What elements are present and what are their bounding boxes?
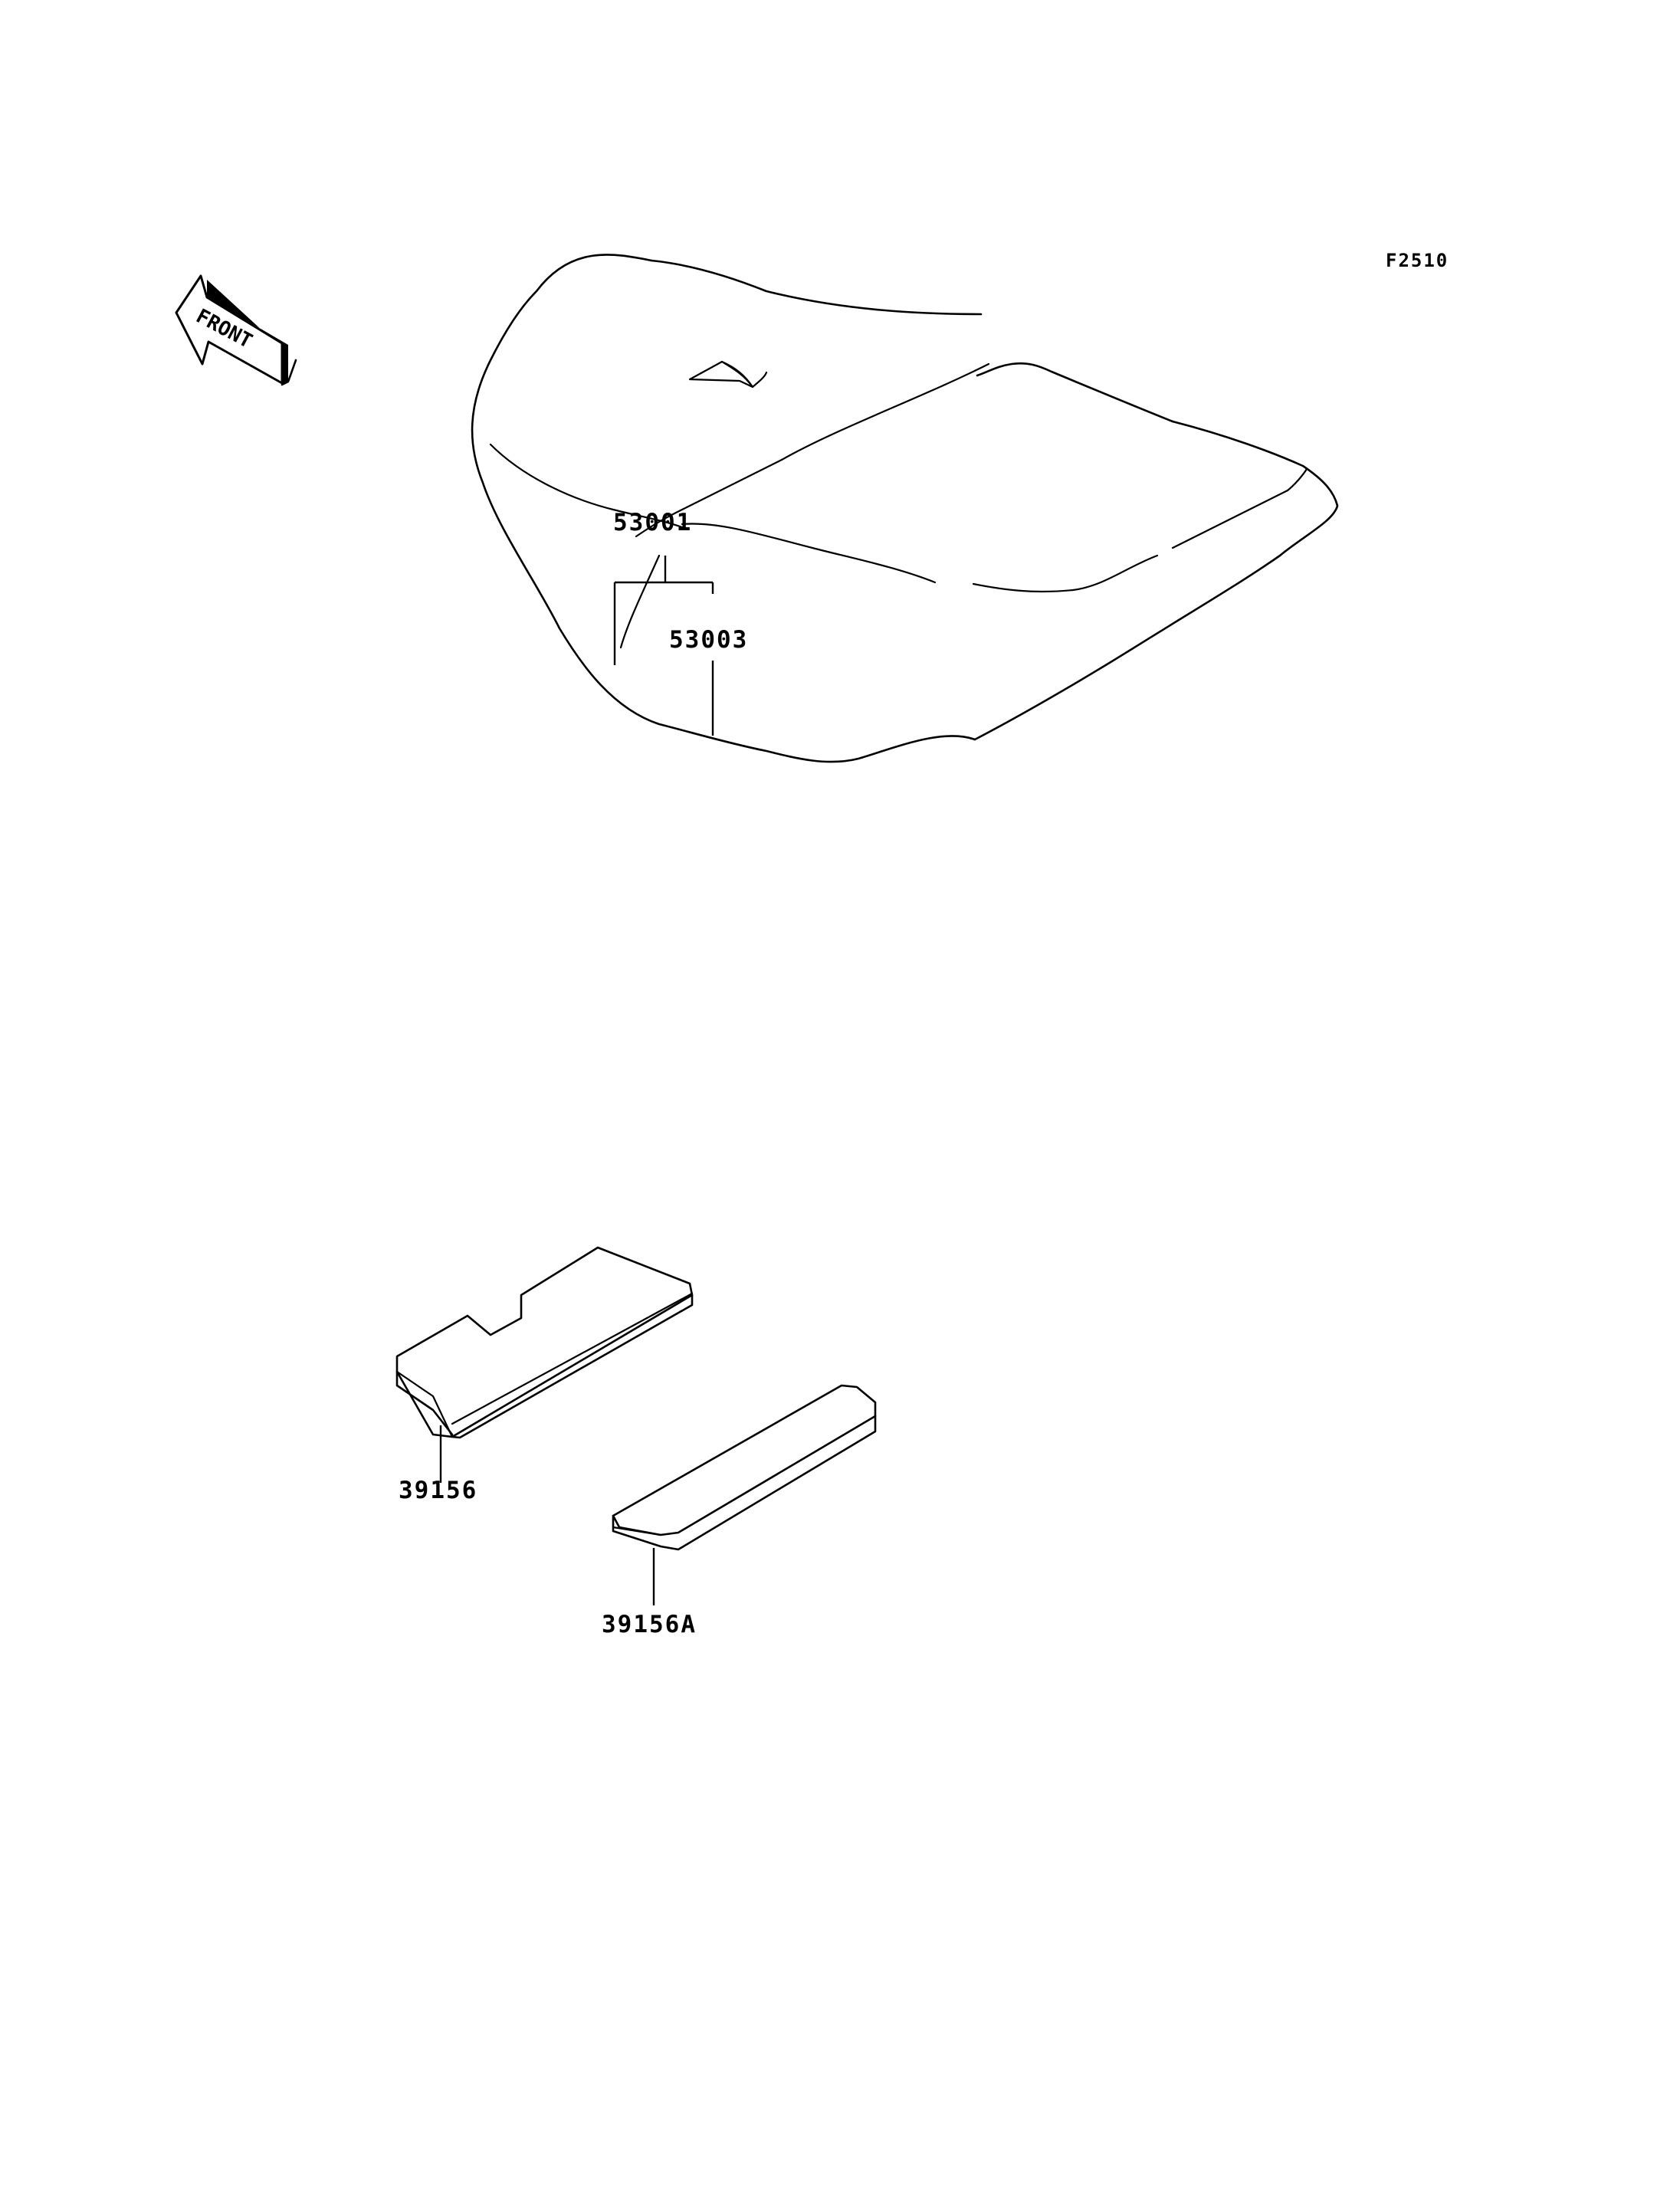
pad-notched-drawing (395, 1246, 694, 1439)
seat-leaders (613, 556, 714, 736)
part-label-53003: 53003 (669, 626, 748, 654)
pad-rect-drawing (612, 1384, 877, 1551)
part-label-53001: 53001 (613, 509, 692, 536)
figure-code: F2510 (1386, 250, 1449, 271)
part-label-39156a: 39156A (602, 1611, 697, 1638)
front-arrow-icon: FRONT (175, 274, 297, 386)
part-label-39156: 39156 (399, 1477, 477, 1504)
seat-drawing (471, 254, 1339, 763)
